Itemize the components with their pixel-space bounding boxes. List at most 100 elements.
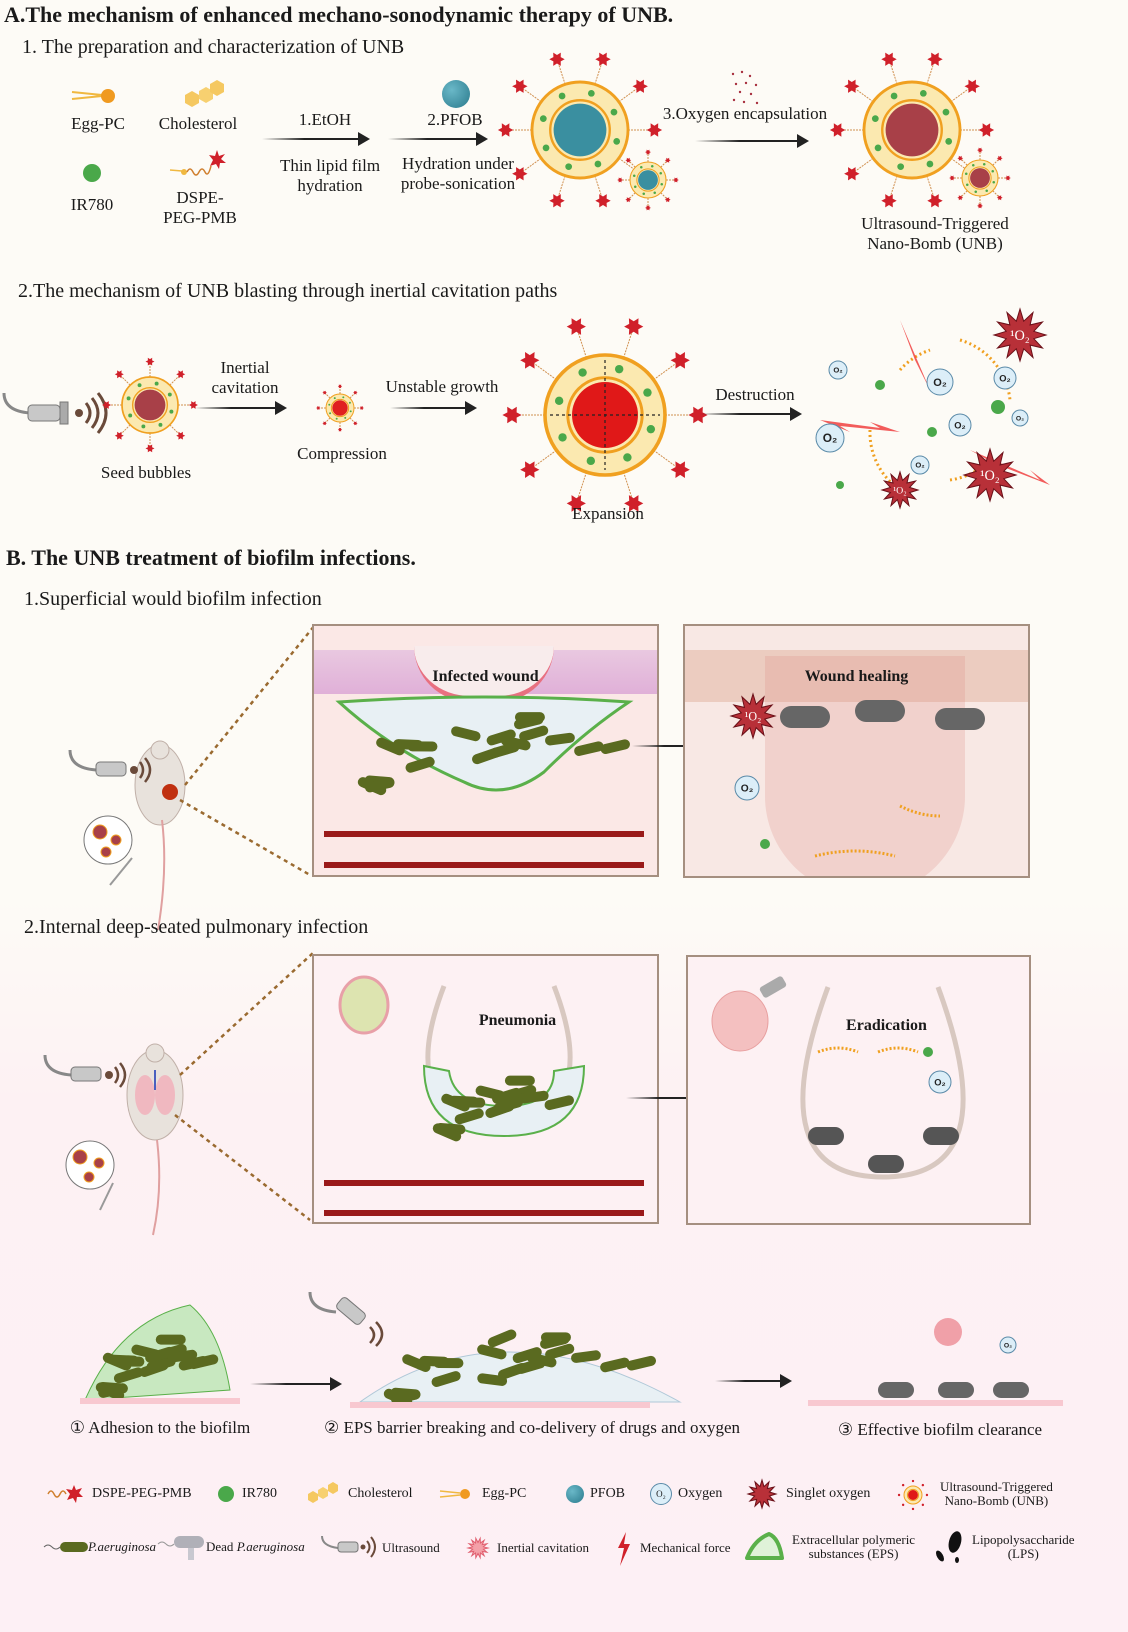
expansion-bubble-drawing [502,318,708,512]
bacterium-rod [454,1108,484,1125]
step1-label: 1.EtOH [298,110,352,129]
pmb-star [337,427,343,432]
legend-dead-p-aeruginosa-label: Dead P.aeruginosa [206,1539,305,1555]
pmb-star [977,203,983,209]
oxygen-bubble: O₂ [993,366,1017,390]
singlet-oxygen-burst: ¹O₂ [962,447,1018,503]
wound-healing-panel: Wound healing ¹O₂ O₂ [683,624,1030,878]
bacterium-rod [448,1095,479,1107]
vessel-wall-bottom [324,862,644,868]
pmb-star [502,406,522,424]
singlet-oxygen-icon [746,1478,778,1510]
svg-text:O₂: O₂ [934,1077,945,1087]
svg-text:O₂: O₂ [741,784,753,795]
section-a-title: A.The mechanism of enhanced mechano-sono… [4,2,674,27]
bacterium-rod [477,1344,507,1360]
eradication-title: Eradication [846,1017,927,1034]
pmb-star [114,431,124,440]
alveolus-biofilm-drawing [422,985,586,1142]
pmb-star [927,194,943,208]
bacterium-rod [518,1090,549,1104]
pmb-star [670,461,690,478]
pmb-star [353,390,358,395]
biofilm-drawing [335,695,634,796]
pmb-star [549,194,565,208]
alveoli-cluster-icon [338,975,390,1035]
legend-eps-label: Extracellular polymeric substances (EPS) [792,1532,916,1562]
pmb-star [512,167,528,181]
dspe-line1: DSPE- [176,188,224,207]
legend-eps-line1: Extracellular polymeric [792,1532,916,1547]
oxygen-bubble: O₂ [928,1070,952,1094]
vessel-wall-top [324,831,644,837]
pmb-star [664,157,671,163]
bacterium-rod [545,732,575,746]
bacterium-rod [626,1355,656,1371]
dspe-peg-pmb-label: DSPE- PEG-PMB [150,188,250,227]
liposome-shape [897,1479,929,1511]
svg-text:¹O₂: ¹O₂ [980,468,1000,484]
vessel-wall-top-2 [324,1180,644,1186]
pmb-star [497,123,514,137]
pfob-liposome-large [497,52,679,211]
bacterium-rod [364,777,395,793]
pmb-star [549,52,565,66]
singlet-oxygen-burst: ¹O₂ [729,692,777,740]
legend-ir780-label: IR780 [242,1486,277,1501]
svg-text:O₂: O₂ [1004,1342,1012,1349]
legend-cholesterol-label: Cholesterol [348,1486,413,1501]
oxygen-dots-icon [731,70,759,105]
cholesterol-icon [308,1482,338,1503]
step2-label: 2.PFOB [427,110,483,129]
pmb-star [595,194,611,208]
bacterium-rod [600,1357,630,1373]
infected-wound-panel: Infected wound [312,624,659,877]
pmb-star [625,157,632,163]
step1-desc-line1: Thin lipid film [279,156,381,175]
inertial-cavitation-arrow [195,401,287,415]
dead-p-aeruginosa-icon [157,1536,204,1560]
bacterium-rod [486,729,516,746]
legend-pfob-label: PFOB [590,1486,626,1501]
alveolus-eradication-drawing: O₂ [800,986,966,1180]
step1-desc-line2: hydration [297,175,363,195]
pmb-star [977,147,983,153]
bacterium-rod [178,1355,209,1371]
inertial-cavitation-icon [466,1536,490,1560]
pmb-star [927,52,943,66]
pmb-star [688,406,708,424]
pmb-star [625,197,632,203]
liposome-shape [617,149,679,211]
liposome-shape [316,384,364,432]
bacterium-rod [155,1334,186,1345]
dspe-peg-pmb-icon [169,150,226,176]
bacterium-rod [419,1355,450,1367]
svg-text:O₂: O₂ [933,377,947,389]
seed-bubble-drawing [102,357,198,453]
svg-text:O₂: O₂ [823,431,838,445]
destruction-burst-drawing: O₂ O₂ O₂ O₂ O₂ O₂ O₂ ¹O₂ ¹O₂ ¹O₂ [815,307,1050,510]
ultrasound-icon [321,1535,376,1558]
singlet-oxygen-burst [746,1478,778,1510]
legend-dead-species: P.aeruginosa [236,1539,305,1554]
unb-product-line1: Ultrasound-Triggered [861,214,1009,233]
bacterium-rod [527,1352,557,1368]
pneumonia-title: Pneumonia [478,1012,557,1029]
bacterium-rod [540,1334,570,1349]
pmb-star [520,352,540,369]
bacterium-rod [431,1371,461,1387]
legend-unb-line2: Nano-Bomb (UNB) [944,1493,1049,1509]
arrow1-line1: Inertial [220,358,270,377]
svg-text:O₂: O₂ [915,461,924,470]
legend-oxygen-label: Oxygen [678,1486,723,1501]
pmb-star [188,401,198,409]
mouse-lung-drawing [43,952,314,1236]
wound-healing-title: Wound healing [804,668,909,685]
oxygen-bubble: O₂ [828,360,848,380]
legend-mechanical-force-label: Mechanical force [640,1540,731,1555]
liposome-shape [949,147,1011,209]
bacterium-rod [487,1329,517,1348]
pmb-star [145,444,155,453]
liposome-shape [497,52,663,208]
pmb-star [114,370,124,379]
